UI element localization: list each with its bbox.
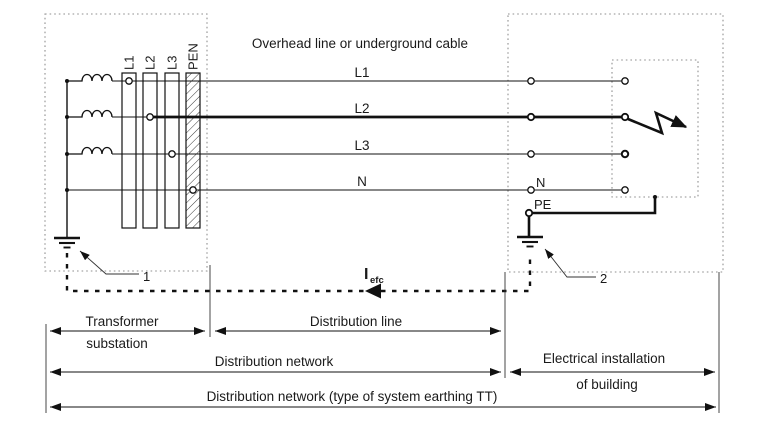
terminal	[527, 77, 535, 85]
wire-label-n: N	[357, 174, 367, 189]
overhead-cable-label: Overhead line or underground cable	[252, 36, 468, 51]
busbars	[121, 72, 201, 229]
iefc-dashed-line	[65, 253, 532, 293]
building-boundary-box	[507, 13, 724, 273]
earth1-marker: 1	[143, 269, 150, 284]
label-distribution-line: Distribution line	[310, 314, 402, 329]
busbar-label-l2: L2	[143, 56, 158, 70]
earth-symbol-substation	[54, 236, 80, 249]
winding-l1	[67, 73, 113, 82]
fault-current-path: I efc	[65, 253, 532, 299]
label-of-building: of building	[576, 377, 638, 392]
substation-earth: 1	[54, 236, 150, 284]
earth2-leader	[544, 248, 596, 278]
iefc-arrowhead	[365, 283, 381, 299]
tap-l2	[146, 113, 154, 121]
fault-bolt-arrow	[627, 110, 688, 136]
iefc-subscript: efc	[370, 275, 384, 286]
busbar-label-l1: L1	[122, 56, 137, 70]
tap-l3	[168, 150, 176, 158]
conductors	[67, 80, 625, 191]
label-electrical-installation: Electrical installation	[543, 351, 665, 366]
wire-label-l3: L3	[354, 138, 369, 153]
label-distribution-network: Distribution network	[215, 354, 334, 369]
terminal	[527, 150, 535, 158]
conductor-labels: Overhead line or underground cable L1 L2…	[252, 36, 468, 189]
label-substation: substation	[86, 336, 148, 351]
busbar-label-pen: PEN	[186, 43, 201, 70]
earth1-leader	[79, 250, 139, 275]
busbar-taps	[125, 77, 197, 194]
earth-symbol-building	[517, 235, 543, 248]
building-pe-label: PE	[534, 197, 552, 212]
busbar-labels: L1 L2 L3 PEN	[122, 43, 201, 70]
bus-junction-dots	[65, 79, 69, 192]
dimension-labels: Transformer substation Distribution line…	[85, 314, 665, 404]
iefc-symbol: I	[364, 266, 368, 283]
busbar-l1	[121, 72, 137, 229]
tap-l1	[125, 77, 133, 85]
terminal	[621, 77, 629, 85]
service-terminals	[526, 77, 630, 194]
building-n-label: N	[536, 175, 545, 190]
equipment-boundary-box	[611, 59, 699, 198]
wire-label-l1: L1	[354, 65, 369, 80]
pe-wire	[532, 197, 657, 215]
substation-boundary-box	[44, 13, 208, 272]
terminal	[621, 186, 629, 194]
busbar-l2	[142, 72, 158, 229]
pe-bond-dot	[653, 195, 657, 199]
terminal	[620, 149, 630, 159]
dimension-lines	[50, 327, 716, 411]
transformer	[65, 73, 113, 238]
label-overall-network: Distribution network (type of system ear…	[207, 389, 498, 404]
pe-circuit: N PE 2	[517, 175, 657, 286]
busbar-label-l3: L3	[165, 56, 180, 70]
busbar-pen	[185, 72, 201, 229]
pe-terminal	[524, 208, 534, 218]
terminal	[620, 112, 630, 122]
earth2-marker: 2	[600, 271, 607, 286]
tap-n	[189, 186, 197, 194]
winding-l2	[67, 109, 113, 118]
terminal	[527, 186, 535, 194]
winding-l3	[67, 146, 113, 155]
terminal	[526, 112, 536, 122]
wire-label-l2: L2	[354, 101, 369, 116]
extension-lines	[45, 265, 720, 413]
label-transformer: Transformer	[85, 314, 159, 329]
